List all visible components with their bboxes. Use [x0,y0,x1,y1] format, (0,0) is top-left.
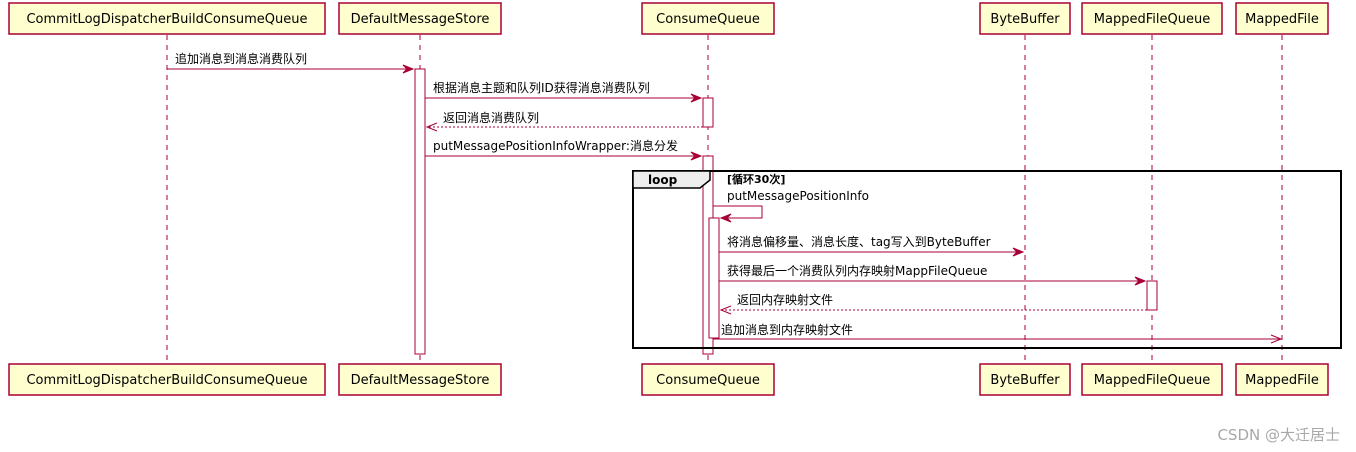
participant-bottom-mapped-file-queue: MappedFileQueue [1081,363,1223,396]
activation-consume-queue-3 [708,217,720,339]
participant-top-default-message-store: DefaultMessageStore [338,2,502,35]
svg-text:DefaultMessageStore: DefaultMessageStore [351,12,490,27]
svg-text:ConsumeQueue: ConsumeQueue [656,373,760,388]
watermark: CSDN @大迁居士 [1217,426,1340,444]
participant-top-mapped-file: MappedFile [1235,2,1329,35]
svg-text:CommitLogDispatcherBuildConsum: CommitLogDispatcherBuildConsumeQueue [26,12,307,27]
message-append-to-mapped-file: 追加消息到内存映射文件 [713,322,1283,344]
svg-text:ConsumeQueue: ConsumeQueue [656,12,760,27]
participant-bottom-default-message-store: DefaultMessageStore [338,363,502,396]
participant-bottom-commitlog-dispatcher: CommitLogDispatcherBuildConsumeQueue [8,363,326,396]
svg-text:putMessagePositionInfoWrapper:: putMessagePositionInfoWrapper:消息分发 [433,138,678,153]
loop-frame: loop [循环30次] [632,170,1342,349]
svg-text:追加消息到内存映射文件: 追加消息到内存映射文件 [721,322,853,337]
svg-text:将消息偏移量、消息长度、tag写入到ByteBuffer: 将消息偏移量、消息长度、tag写入到ByteBuffer [727,234,991,249]
message-put-position-info-self: putMessagePositionInfo [713,189,869,223]
svg-text:MappedFile: MappedFile [1245,12,1319,27]
svg-text:DefaultMessageStore: DefaultMessageStore [351,373,490,388]
message-get-last-mapped-file: 获得最后一个消费队列内存映射MappFileQueue [719,263,1147,286]
svg-text:获得最后一个消费队列内存映射MappFileQueue: 获得最后一个消费队列内存映射MappFileQueue [727,263,987,278]
activation-consume-queue-1 [702,97,714,128]
loop-condition: [循环30次] [727,172,785,186]
participant-top-byte-buffer: ByteBuffer [979,2,1071,35]
svg-text:返回消息消费队列: 返回消息消费队列 [443,110,539,125]
loop-label: loop [648,173,678,187]
participant-bottom-byte-buffer: ByteBuffer [979,363,1071,396]
message-append-to-consume-queue: 追加消息到消息消费队列 [167,51,415,74]
svg-text:CommitLogDispatcherBuildConsum: CommitLogDispatcherBuildConsumeQueue [26,373,307,388]
message-find-consume-queue: 根据消息主题和队列ID获得消息消费队列 [425,80,703,103]
participant-bottom-consume-queue: ConsumeQueue [641,363,775,396]
message-write-byte-buffer: 将消息偏移量、消息长度、tag写入到ByteBuffer [719,234,1025,257]
svg-text:根据消息主题和队列ID获得消息消费队列: 根据消息主题和队列ID获得消息消费队列 [433,80,650,95]
svg-text:返回内存映射文件: 返回内存映射文件 [737,292,833,307]
participant-top-mapped-file-queue: MappedFileQueue [1081,2,1223,35]
svg-text:追加消息到消息消费队列: 追加消息到消息消费队列 [175,51,307,66]
participant-top-commitlog-dispatcher: CommitLogDispatcherBuildConsumeQueue [8,2,326,35]
svg-text:ByteBuffer: ByteBuffer [990,12,1060,27]
activation-default-message-store [414,68,426,355]
participant-bottom-mapped-file: MappedFile [1235,363,1329,396]
message-return-mapped-file: 返回内存映射文件 [719,292,1147,315]
message-return-consume-queue: 返回消息消费队列 [425,110,703,132]
participant-top-consume-queue: ConsumeQueue [641,2,775,35]
svg-text:MappedFileQueue: MappedFileQueue [1094,12,1210,27]
svg-text:putMessagePositionInfo: putMessagePositionInfo [727,189,869,203]
svg-text:MappedFileQueue: MappedFileQueue [1094,373,1210,388]
activation-mapped-file-queue [1146,280,1158,311]
svg-text:ByteBuffer: ByteBuffer [990,373,1060,388]
svg-text:MappedFile: MappedFile [1245,373,1319,388]
message-put-position-info-wrapper: putMessagePositionInfoWrapper:消息分发 [425,138,703,161]
